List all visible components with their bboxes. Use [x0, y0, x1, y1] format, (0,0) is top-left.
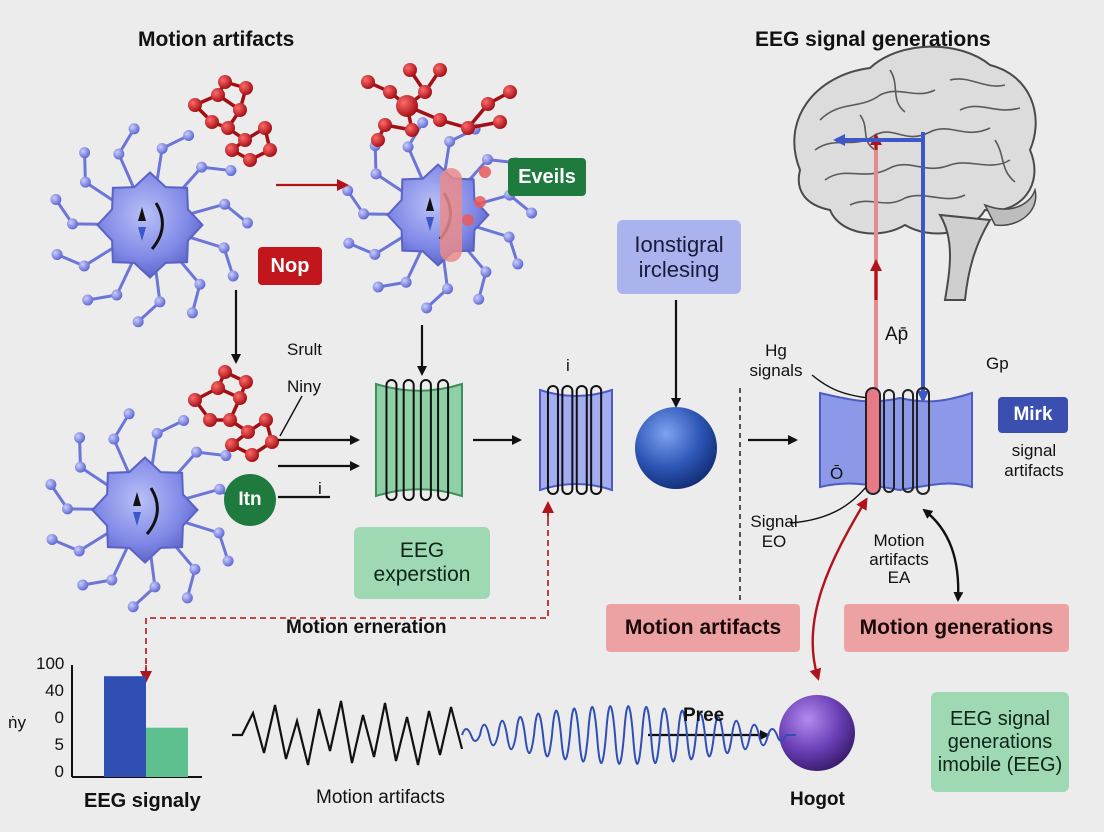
- ionstigral-box: Ionstigral irclesing: [617, 220, 741, 294]
- motion-generations-box: Motion generations: [844, 604, 1069, 652]
- purple-sphere: [779, 695, 855, 771]
- o-label: Ō: [830, 464, 844, 483]
- blue-sphere: [635, 407, 717, 489]
- membrane-channel-green: [375, 379, 463, 501]
- motion-artifacts-box: Motion artifacts: [606, 604, 800, 652]
- motion-artifacts-bottom-label: Motion artifacts: [316, 787, 445, 808]
- niny-label: Niny: [287, 377, 322, 396]
- i-mark-channel: i: [566, 356, 570, 375]
- pink-pore: [440, 168, 462, 262]
- bar: [104, 676, 146, 777]
- ion-dot: [474, 196, 486, 208]
- red-molecule-bottom-left: [188, 365, 279, 462]
- signal-artifacts-label: signal artifacts: [1004, 441, 1064, 481]
- hogot-label: Hogot: [790, 789, 845, 810]
- i-mark-left: i: [318, 479, 322, 498]
- nop-tag: Nop: [258, 247, 322, 285]
- eeg-experssion-box: EEG experstion: [354, 527, 490, 599]
- mirk-tag: Mirk: [998, 397, 1068, 433]
- membrane-channel-right: [819, 387, 973, 495]
- ion-dot: [479, 166, 491, 178]
- chart-tick-label: 5: [54, 735, 64, 754]
- eeg-signal-generations-title: EEG signal generations: [755, 28, 991, 51]
- chart-tick-label: 40: [45, 681, 64, 700]
- hg-signals-label: Hg signals: [749, 341, 803, 381]
- red-molecule-top-left: [188, 75, 277, 167]
- eeg-signal-wave: [461, 705, 796, 765]
- chart-tick-label: 0: [54, 762, 64, 781]
- ion-dot: [462, 214, 474, 226]
- motion-artifacts-title: Motion artifacts: [138, 28, 295, 51]
- flow-arrows: [140, 132, 964, 740]
- eeg-signaly-label: EEG signaly: [84, 790, 201, 812]
- ap-label: Ap̄: [885, 324, 909, 345]
- membrane-channel-blue: [539, 385, 613, 495]
- neuron-cell-top-left: [50, 123, 253, 328]
- srult-label: Srult: [287, 340, 322, 359]
- motion-artifact-wave: [232, 700, 464, 766]
- neuron-cell-bottom-left: [45, 408, 248, 613]
- itn-badge: Itn: [224, 474, 276, 526]
- bar: [146, 727, 188, 777]
- eeg-signal-generations-box: EEG signal generations imobile (EEG): [931, 692, 1069, 792]
- chart-tick-label: 0: [54, 708, 64, 727]
- eeg-waveform: [232, 700, 796, 766]
- gp-label: Gp: [986, 354, 1009, 373]
- mini-bar-chart: [71, 665, 202, 778]
- pree-label: Pree: [683, 705, 725, 726]
- eveils-tag: Eveils: [508, 158, 586, 196]
- motion-artifacts-ea-label: Motion artifacts EA: [869, 531, 929, 588]
- brain-illustration: [793, 45, 1037, 301]
- motion-erneration-label: Motion erneration: [286, 617, 447, 638]
- neuron-cell-top-middle: [342, 117, 538, 314]
- chart-tick-label: 100: [36, 654, 65, 673]
- red-molecule-top-middle: [361, 63, 517, 147]
- signal-eo-label: Signal EO: [750, 512, 798, 552]
- chart-y-label: ṅy: [8, 713, 26, 732]
